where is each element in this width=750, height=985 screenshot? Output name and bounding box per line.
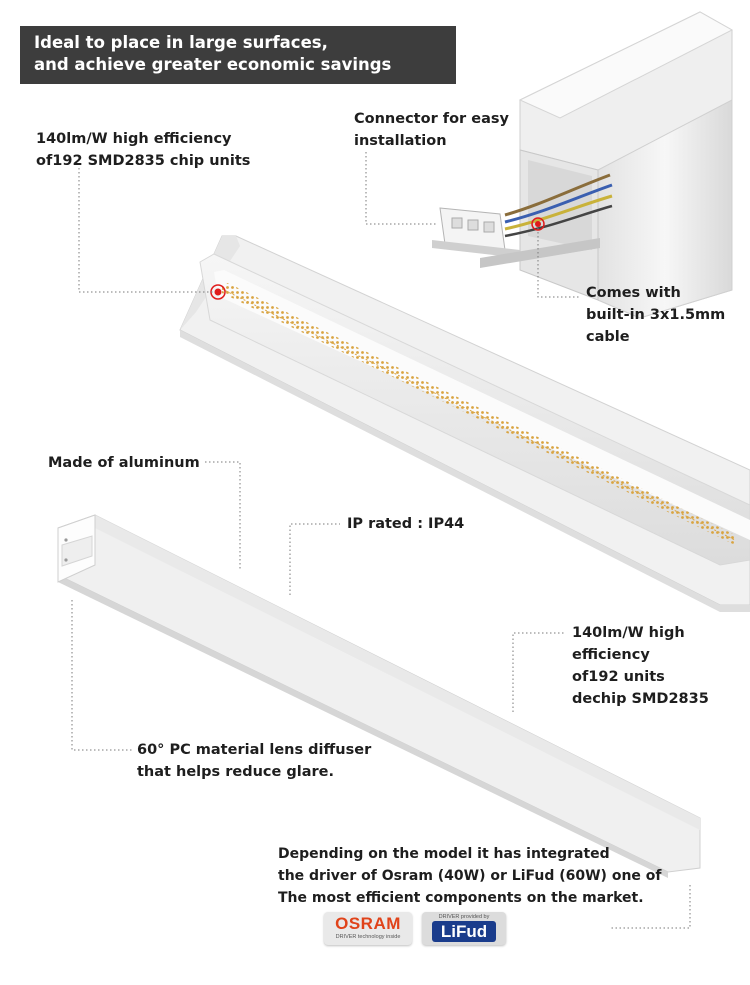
- osram-logo: OSRAM DRIVER technology inside: [324, 912, 412, 945]
- callout-ip-rating-line-1: IP rated : IP44: [347, 516, 465, 532]
- callout-driver-line-1: Depending on the model it has integrated: [278, 846, 610, 862]
- leader-lines: [71, 152, 691, 929]
- callout-lens-line-2: that helps reduce glare.: [137, 764, 334, 780]
- callout-efficiency-bottom: 140lm/W high efficiency of192 units dech…: [572, 622, 709, 710]
- callout-driver-line-3: The most efficient components on the mar…: [278, 890, 644, 906]
- callout-lens-line-1: 60° PC material lens diffuser: [137, 742, 372, 758]
- callout-lens: 60° PC material lens diffuser that helps…: [137, 739, 371, 783]
- callout-connector-line-2: installation: [354, 133, 447, 149]
- callout-efficiency-bottom-line-3: of192 units: [572, 669, 665, 685]
- banner-line-1: Ideal to place in large surfaces,: [34, 33, 328, 52]
- callout-aluminum: Made of aluminum: [48, 452, 200, 474]
- callout-ip-rating: IP rated : IP44: [347, 513, 464, 535]
- banner-line-2: and achieve greater economic savings: [34, 55, 392, 74]
- full-luminaire: [57, 514, 701, 878]
- callout-efficiency-top-line-1: 140lm/W high efficiency: [36, 131, 232, 147]
- callout-driver: Depending on the model it has integrated…: [278, 843, 661, 909]
- callout-efficiency-top-line-2: of192 SMD2835 chip units: [36, 153, 251, 169]
- callout-connector-line-1: Connector for easy: [354, 111, 509, 127]
- profile-end-view: [432, 11, 734, 319]
- lifud-logo: DRIVER provided by LiFud: [422, 912, 506, 945]
- callout-aluminum-line-1: Made of aluminum: [48, 455, 200, 471]
- callout-efficiency-bottom-line-4: dechip SMD2835: [572, 691, 709, 707]
- led-profile-closeup: [179, 235, 750, 612]
- callout-efficiency-bottom-line-2: efficiency: [572, 647, 650, 663]
- lifud-logo-tagline: DRIVER provided by: [438, 914, 490, 920]
- callout-efficiency-top: 140lm/W high efficiency of192 SMD2835 ch…: [36, 128, 250, 172]
- osram-logo-tagline: DRIVER technology inside: [335, 934, 401, 940]
- callout-cable-line-2: built-in 3x1.5mm: [586, 307, 726, 323]
- headline-banner: Ideal to place in large surfaces, and ac…: [20, 26, 456, 84]
- callout-connector: Connector for easy installation: [354, 108, 509, 152]
- lifud-logo-name: LiFud: [432, 921, 496, 942]
- callout-cable: Comes with built-in 3x1.5mm cable: [586, 282, 725, 348]
- callout-cable-line-3: cable: [586, 329, 630, 345]
- callout-efficiency-bottom-line-1: 140lm/W high: [572, 625, 685, 641]
- callout-driver-line-2: the driver of Osram (40W) or LiFud (60W)…: [278, 868, 662, 884]
- callout-cable-line-1: Comes with: [586, 285, 681, 301]
- osram-logo-name: OSRAM: [335, 914, 401, 933]
